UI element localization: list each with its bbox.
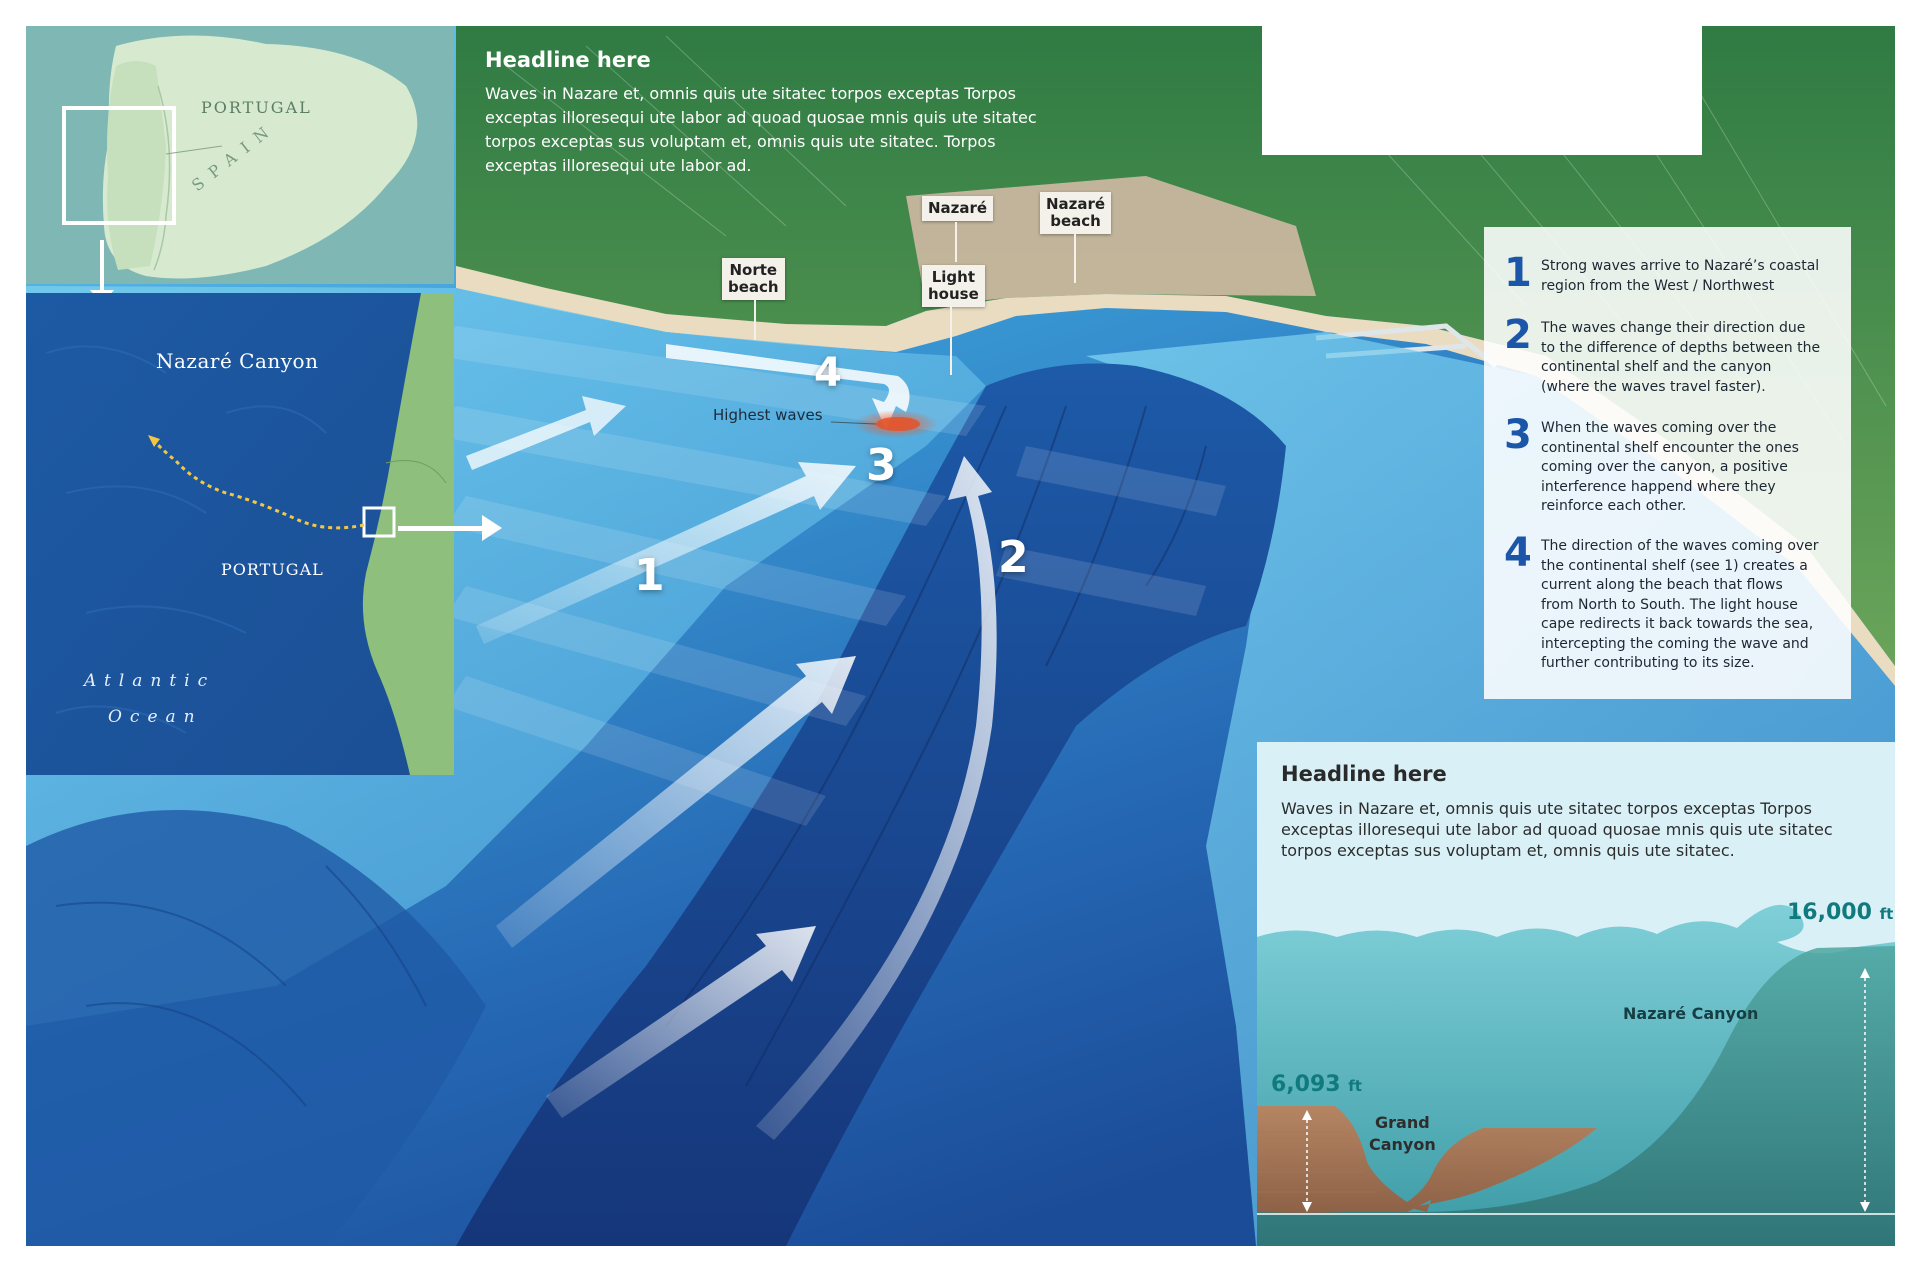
- step-2-line: to the difference of depths between the: [1541, 339, 1821, 356]
- nazare-town-area: [906, 176, 1316, 306]
- step-2-line: continental shelf and the canyon: [1541, 359, 1772, 375]
- intro-line-2: exceptas illoresequi ute labor ad quoad …: [485, 108, 1037, 127]
- intro-headline: Headline here: [485, 48, 651, 72]
- label-nazare-beach-line1: Nazaré: [1046, 195, 1106, 213]
- explanation-steps-panel: 1 Strong waves arrive to Nazaré’s coasta…: [1484, 227, 1851, 699]
- inset-label-nazare-canyon: Nazaré Canyon: [156, 349, 319, 373]
- comparison-line-1: Waves in Nazare et, omnis quis ute sitat…: [1281, 799, 1812, 818]
- step-3-text: When the waves coming over the continent…: [1541, 419, 1841, 517]
- label-highest-waves: Highest waves: [713, 406, 823, 424]
- wave-arrow-upper: [466, 396, 626, 470]
- label-nazare-beach: Nazaré beach: [1040, 192, 1112, 234]
- step-2-number: 2: [1504, 312, 1532, 358]
- iberia-map-graphic: [62, 35, 418, 279]
- intro-body: Waves in Nazare et, omnis quis ute sitat…: [485, 82, 1085, 178]
- map-number-4: 4: [814, 350, 842, 396]
- wave-direction-arrows: [466, 344, 997, 1140]
- step-3-line: continental shelf encounter the ones: [1541, 439, 1799, 456]
- label-light-house-line2: house: [928, 285, 979, 303]
- step-4-line: The direction of the waves coming over: [1541, 538, 1819, 554]
- step-1-text: Strong waves arrive to Nazaré’s coastal …: [1541, 257, 1841, 296]
- label-nazare: Nazaré: [922, 196, 994, 221]
- comparison-body: Waves in Nazare et, omnis quis ute sitat…: [1281, 798, 1871, 861]
- inset-label-atlantic: Atlantic: [84, 671, 216, 691]
- step-3-number: 3: [1504, 412, 1532, 458]
- leader-light-house: [950, 305, 952, 375]
- step-2-line: (where the waves travel faster).: [1541, 378, 1766, 395]
- wave-arrow-2-curved: [756, 456, 997, 1140]
- inset-label-ocean: Ocean: [108, 707, 203, 727]
- inset-map-iberia: PORTUGAL SPAIN: [26, 26, 454, 284]
- blank-area: [1262, 0, 1702, 155]
- step-4-text: The direction of the waves coming over t…: [1541, 537, 1841, 674]
- intro-line-3: torpos exceptas sus voluptam et, omnis q…: [485, 132, 996, 151]
- wave-arrow-1: [476, 462, 856, 644]
- wave-arrow-bottom: [546, 926, 816, 1118]
- leader-norte-beach: [754, 298, 756, 340]
- comparison-graphic: [1257, 904, 1895, 1246]
- inset-label-portugal-coast: PORTUGAL: [221, 560, 324, 579]
- step-1-line: region from the West / Northwest: [1541, 277, 1775, 294]
- label-norte-beach-line2: beach: [728, 278, 779, 296]
- inset-map-nazare-canyon: Nazaré Canyon PORTUGAL Atlantic Ocean: [26, 293, 454, 775]
- step-4-line: cape redirects it back towards the sea,: [1541, 616, 1814, 632]
- comparison-line-3: torpos exceptas sus voluptam et, omnis q…: [1281, 841, 1735, 860]
- coast-map-graphic: [26, 293, 454, 775]
- step-3-line: When the waves coming over the: [1541, 420, 1777, 436]
- label-grand-canyon-line1: Grand: [1375, 1113, 1430, 1132]
- step-4-line: further contributing to its size.: [1541, 655, 1755, 671]
- leader-nazare: [955, 222, 957, 262]
- coast-connector-line: [398, 526, 482, 531]
- step-4-line: from North to South. The light house: [1541, 596, 1798, 613]
- label-grand-canyon: Grand Canyon: [1369, 1112, 1436, 1156]
- step-2-text: The waves change their direction due to …: [1541, 319, 1841, 397]
- coast-locator-box: [362, 506, 396, 538]
- label-norte-beach: Norte beach: [722, 258, 785, 300]
- step-4-line: the continental shelf (see 1) creates a: [1541, 557, 1808, 574]
- intro-line-1: Waves in Nazare et, omnis quis ute sitat…: [485, 84, 1016, 103]
- label-grand-canyon-line2: Canyon: [1369, 1135, 1436, 1154]
- grand-depth-value: 6,093: [1271, 1072, 1341, 1097]
- wave-arrow-lower: [496, 656, 856, 948]
- intro-line-4: exceptas illoresequi ute labor ad.: [485, 156, 752, 175]
- label-light-house: Light house: [922, 265, 985, 307]
- grand-canyon-depth: 6,093 ft: [1271, 1072, 1362, 1097]
- nazare-depth-unit: ft: [1879, 905, 1894, 923]
- step-1-number: 1: [1504, 250, 1532, 296]
- inset-connector-line: [100, 240, 104, 296]
- nazare-canyon-profile: [1257, 946, 1895, 1246]
- map-number-1: 1: [634, 550, 665, 601]
- grand-depth-unit: ft: [1348, 1077, 1362, 1095]
- inset-label-portugal: PORTUGAL: [201, 98, 312, 117]
- comparison-headline: Headline here: [1281, 762, 1447, 786]
- leader-nazare-beach: [1074, 233, 1076, 283]
- highest-wave-leader: [830, 421, 877, 425]
- map-number-2: 2: [998, 532, 1029, 583]
- map-number-3: 3: [866, 440, 897, 491]
- step-4-number: 4: [1504, 530, 1532, 576]
- label-nazare-beach-line2: beach: [1050, 212, 1101, 230]
- nazare-canyon-depth: 16,000 ft: [1787, 900, 1893, 925]
- coast-connector-arrowhead: [482, 515, 502, 541]
- step-3-line: interference happend where they: [1541, 478, 1776, 495]
- step-3-line: coming over the canyon, a positive: [1541, 459, 1788, 475]
- step-1-line: Strong waves arrive to Nazaré’s coastal: [1541, 258, 1820, 274]
- canyon-path: [154, 441, 365, 530]
- step-4-line: current along the beach that flows: [1541, 577, 1783, 593]
- step-4-line: intercepting the coming the wave and: [1541, 635, 1809, 652]
- canyon-comparison-panel: Headline here Waves in Nazare et, omnis …: [1257, 742, 1895, 1246]
- label-nazare-canyon: Nazaré Canyon: [1623, 1004, 1759, 1023]
- label-light-house-line1: Light: [931, 268, 976, 286]
- step-2-line: The waves change their direction due: [1541, 320, 1806, 336]
- inset-locator-box: [62, 106, 176, 225]
- step-3-line: reinforce each other.: [1541, 498, 1687, 514]
- nazare-depth-value: 16,000: [1787, 900, 1872, 925]
- label-norte-beach-line1: Norte: [729, 261, 778, 279]
- coastal-land: [456, 26, 1895, 666]
- comparison-line-2: exceptas illoresequi ute labor ad quoad …: [1281, 820, 1833, 839]
